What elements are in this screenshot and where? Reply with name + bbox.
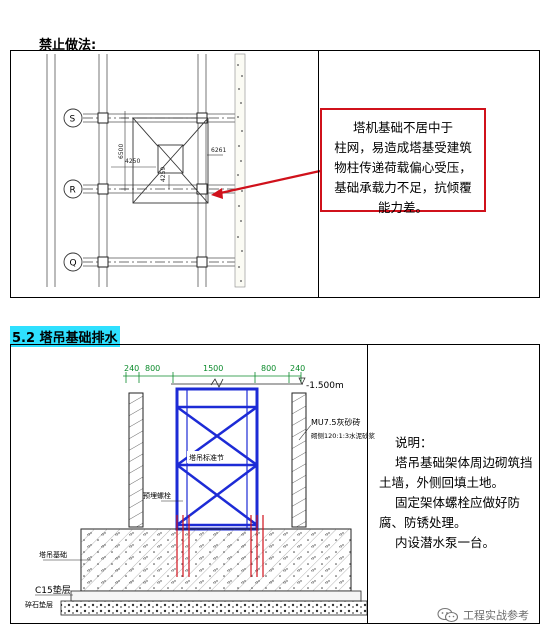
section-heading-forbidden: 禁止做法: — [39, 38, 97, 53]
note-title: 说明： — [395, 435, 433, 450]
axis-label-s: S — [70, 115, 76, 125]
note-paragraph-1: 塔吊基础架体周边砌筑挡土墙，外侧回填土地。 — [379, 455, 533, 490]
callout-line-2: 柱网，易造成塔基受建筑 — [334, 140, 472, 155]
wechat-icon — [437, 607, 459, 623]
description-note: 说明： 塔吊基础架体周边砌筑挡土墙，外侧回填土地。 固定架体螺栓应做好防腐、防锈… — [379, 433, 537, 553]
callout-line-1: 塔机基础不居中于 — [352, 120, 453, 135]
callout-line-5: 能力差。 — [377, 200, 428, 215]
axis-label-r: R — [70, 186, 76, 196]
anchor-label: 预埋螺栓 — [143, 491, 171, 500]
mast-label: 塔吊标准节 — [189, 453, 224, 462]
drainage-table: 240 800 1500 800 240 -1.500m 塔吊标准节 — [10, 344, 540, 624]
section-heading-drainage: 5.2 塔吊基础排水 — [10, 326, 120, 347]
dim-4250: 4250 — [125, 158, 140, 165]
callout-line-4: 基础承载力不足，抗倾覆 — [334, 180, 472, 195]
dim-240-right: 240 — [290, 364, 305, 373]
dim-6261: 6261 — [211, 147, 226, 154]
forbidden-practice-table: S R Q — [10, 50, 540, 298]
table2-divider — [367, 345, 368, 623]
dim-800-left: 800 — [145, 364, 160, 373]
note-paragraph-3: 内设潜水泵一台。 — [395, 535, 496, 550]
dim-4259: 4259 — [160, 167, 167, 182]
cushion-label: C15垫层 — [35, 584, 71, 596]
wall-note-1: MU7.5灰砂砖 — [311, 417, 360, 427]
foundation-section-drawing: 240 800 1500 800 240 -1.500m 塔吊标准节 — [25, 364, 376, 616]
foundation-label: 塔吊基础 — [39, 550, 67, 559]
elevation-label: -1.500m — [306, 381, 344, 391]
callout-line-3: 物柱传递荷载偏心受压， — [334, 160, 472, 175]
dim-6500: 6500 — [118, 144, 125, 159]
column-grid-drawing: S R Q — [46, 53, 321, 288]
axis-label-q: Q — [70, 259, 77, 269]
callout-box: 塔机基础不居中于 柱网，易造成塔基受建筑 物柱传递荷载偏心受压， 基础承载力不足… — [320, 108, 486, 215]
dim-800-right: 800 — [261, 364, 276, 373]
wall-note-2: 砌侧120:1:3水泥砂浆 — [311, 431, 376, 440]
gravel-label: 碎石垫层 — [25, 600, 53, 609]
dim-1500: 1500 — [203, 364, 223, 373]
watermark-text: 工程实战参考 — [463, 609, 529, 622]
table1-divider — [318, 51, 319, 297]
dim-240-left: 240 — [124, 364, 139, 373]
watermark: 工程实战参考 — [437, 607, 529, 623]
note-paragraph-2: 固定架体螺栓应做好防腐、防锈处理。 — [379, 495, 521, 530]
